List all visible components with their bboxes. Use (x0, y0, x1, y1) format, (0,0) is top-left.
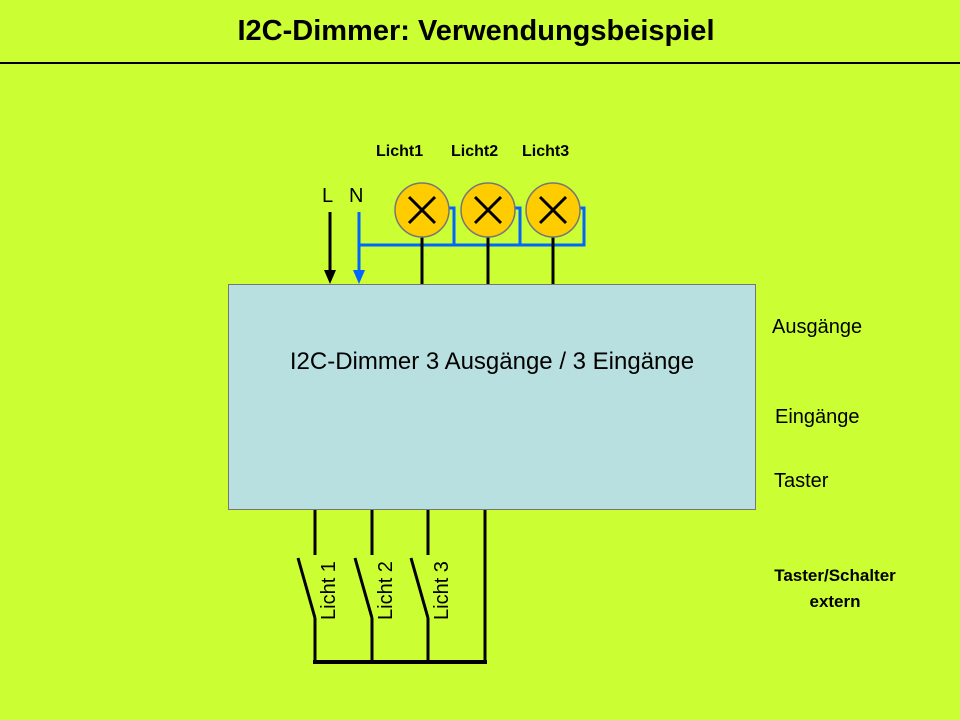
neutral-link-1 (448, 206, 456, 245)
lamp-label-2: Licht2 (451, 143, 499, 160)
switch-label-2: Licht 2 (375, 561, 397, 620)
lamp-2 (460, 182, 516, 238)
neutral-bus (359, 206, 586, 247)
line-label: L (322, 185, 334, 207)
line-arrow (324, 270, 336, 284)
lamp-label-3: Licht3 (522, 143, 570, 160)
external-switch-label: Taster/Schalter extern (740, 563, 930, 615)
inputs-label: Eingänge (775, 406, 860, 428)
dimmer-module: I2C-Dimmer 3 Ausgänge / 3 Eingänge (228, 284, 756, 510)
module-label: I2C-Dimmer 3 Ausgänge / 3 Eingänge (289, 348, 695, 375)
external-label-line1: Taster/Schalter (774, 566, 896, 585)
neutral-label: N (349, 185, 364, 207)
switch-label-3: Licht 3 (431, 561, 453, 620)
neutral-arrow (353, 270, 365, 284)
switch-contact-3 (409, 557, 430, 619)
lamp-label-1: Licht1 (376, 143, 424, 160)
neutral-link-2 (514, 206, 522, 245)
lamp-3 (525, 182, 581, 238)
title-bar: I2C-Dimmer: Verwendungsbeispiel (0, 0, 960, 64)
external-label-line2: extern (809, 592, 861, 611)
switch-contact-2 (353, 557, 374, 619)
page-title: I2C-Dimmer: Verwendungsbeispiel (237, 14, 715, 47)
switch-label-1: Licht 1 (318, 561, 340, 620)
outputs-label: Ausgänge (772, 316, 863, 338)
buttons-label: Taster (774, 470, 829, 492)
switch-contact-1 (296, 557, 317, 619)
lamp-1 (394, 182, 450, 238)
